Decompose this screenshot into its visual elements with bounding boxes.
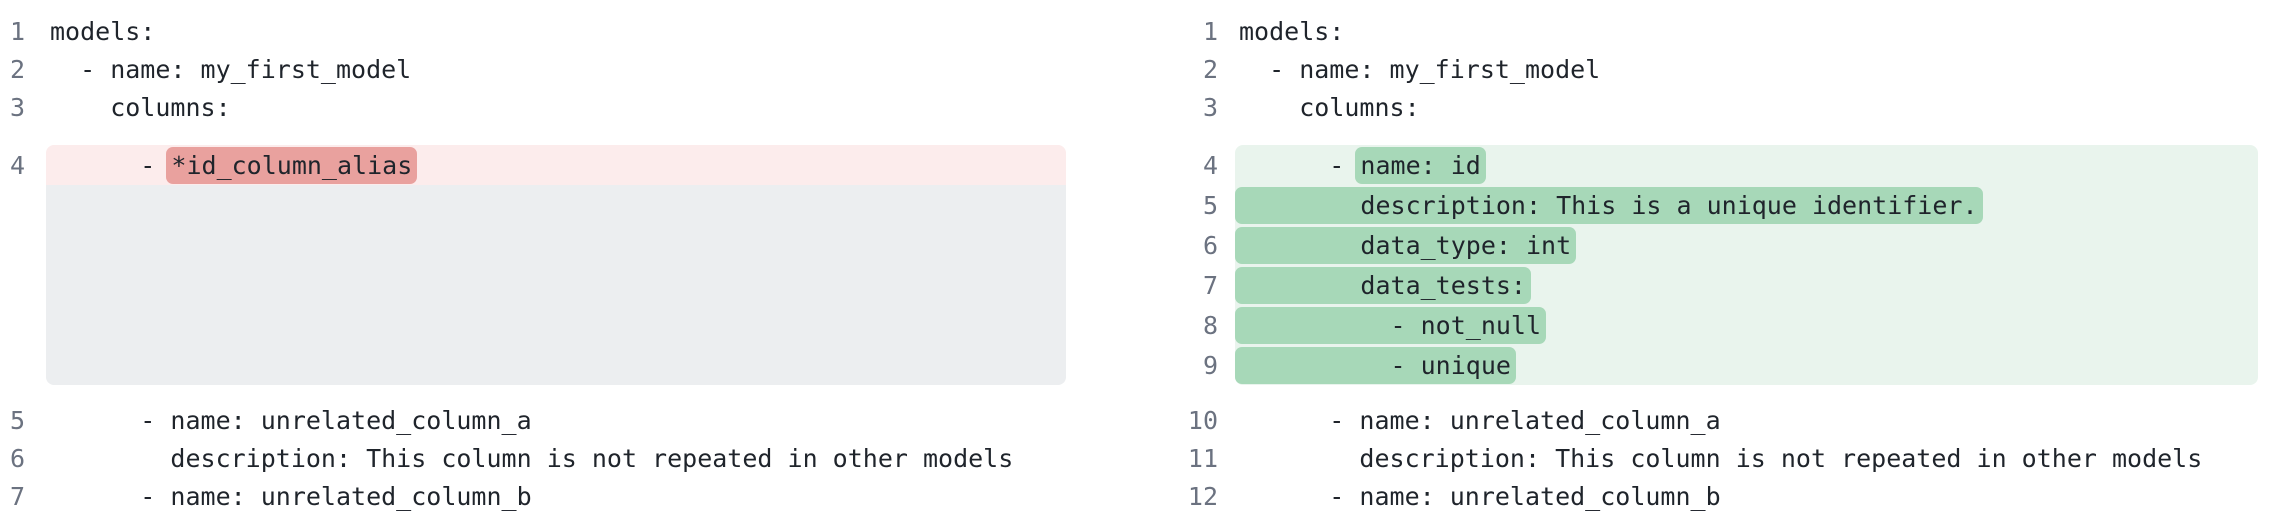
code-line: columns:: [50, 92, 231, 122]
code-line: models:: [50, 16, 156, 46]
diff-line: 4 - *id_column_alias: [0, 145, 1066, 185]
diff-line: 3 columns:: [0, 88, 1066, 126]
added-word-highlight: - unique: [1235, 346, 1516, 384]
code-line: columns:: [1239, 92, 1420, 122]
diff-line: 7 - name: unrelated_column_b: [0, 477, 1066, 515]
line-number: 10: [1187, 405, 1218, 435]
line-number: 5: [1202, 190, 1218, 220]
removed-code-line: - *id_column_alias: [46, 145, 1066, 185]
line-number: 6: [9, 443, 25, 473]
added-code-line: data_type: int: [1235, 225, 2258, 265]
diff-line: 8 - not_null: [1180, 305, 2258, 345]
diff-line: 10 - name: unrelated_column_a: [1180, 401, 2258, 439]
added-word-highlight: description: This is a unique identifier…: [1235, 186, 1983, 224]
added-word-highlight: data_tests:: [1235, 266, 1531, 304]
diff-line: 2 - name: my_first_model: [1180, 50, 2258, 88]
line-number: 4: [9, 150, 25, 180]
code-line: - name: unrelated_column_a: [50, 405, 532, 435]
code-line: - name: unrelated_column_b: [50, 481, 532, 511]
diff-line: 6 description: This column is not repeat…: [0, 439, 1066, 477]
collapsed-lines-placeholder: [46, 185, 1066, 385]
diff-line: [0, 185, 1066, 385]
code-line: description: This column is not repeated…: [50, 443, 1014, 473]
diff-line: 3 columns:: [1180, 88, 2258, 126]
line-number: 1: [1202, 16, 1218, 46]
diff-line: 11 description: This column is not repea…: [1180, 439, 2258, 477]
line-number: 6: [1202, 230, 1218, 260]
line-number: 1: [9, 16, 25, 46]
diff-line: 1 models:: [0, 12, 1066, 50]
diff-line: 1 models:: [1180, 12, 2258, 50]
line-number: 3: [9, 92, 25, 122]
line-number: 9: [1202, 350, 1218, 380]
added-code-line: description: This is a unique identifier…: [1235, 185, 2258, 225]
code-line: models:: [1239, 16, 1345, 46]
diff-line: 6 data_type: int: [1180, 225, 2258, 265]
line-number: 2: [9, 54, 25, 84]
added-word-highlight: - not_null: [1235, 306, 1547, 344]
line-number: 7: [9, 481, 25, 511]
diff-line: 2 - name: my_first_model: [0, 50, 1066, 88]
line-number: 12: [1187, 481, 1218, 511]
diff-line: 7 data_tests:: [1180, 265, 2258, 305]
diff-line: 5 description: This is a unique identifi…: [1180, 185, 2258, 225]
removed-word-highlight: *id_column_alias: [166, 146, 418, 184]
added-code-line: data_tests:: [1235, 265, 2258, 305]
line-number: 8: [1202, 310, 1218, 340]
added-code-line: - not_null: [1235, 305, 2258, 345]
code-line: description: This column is not repeated…: [1239, 443, 2203, 473]
diff-line: 5 - name: unrelated_column_a: [0, 401, 1066, 439]
code-line: - name: unrelated_column_a: [1239, 405, 1721, 435]
diff-line: 4 - name: id: [1180, 145, 2258, 185]
code-line: - name: my_first_model: [50, 54, 412, 84]
added-code-line: - unique: [1235, 345, 2258, 385]
added-word-highlight: data_type: int: [1235, 226, 1577, 264]
code-line: - name: unrelated_column_b: [1239, 481, 1721, 511]
diff-line: 12 - name: unrelated_column_b: [1180, 477, 2258, 515]
line-number: 7: [1202, 270, 1218, 300]
line-number: 3: [1202, 92, 1218, 122]
diff-line: 9 - unique: [1180, 345, 2258, 385]
line-number: 11: [1187, 443, 1218, 473]
code-line: - name: my_first_model: [1239, 54, 1601, 84]
line-number: 5: [9, 405, 25, 435]
added-word-highlight: name: id: [1355, 146, 1486, 184]
added-code-line: - name: id: [1235, 145, 2258, 185]
line-number: 2: [1202, 54, 1218, 84]
line-number: 4: [1202, 150, 1218, 180]
